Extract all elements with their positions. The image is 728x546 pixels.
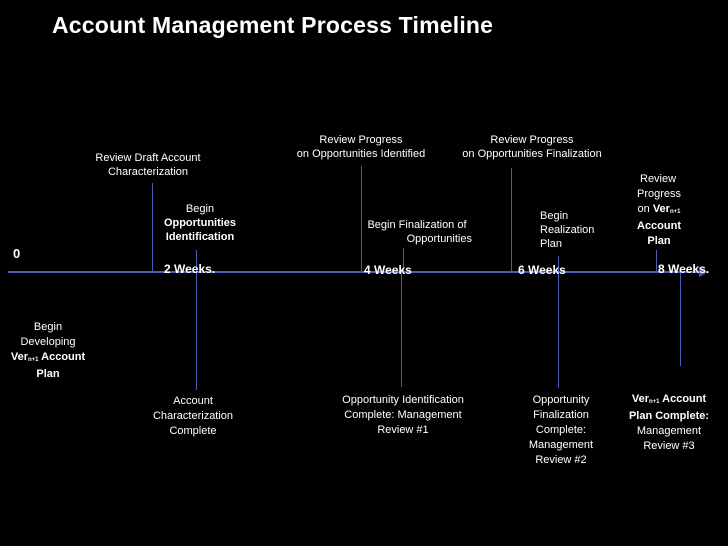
review-progress-3-label: Review Progress on Vern+1 Account Plan: [636, 173, 682, 247]
review-progress-2-label: Review Progress on Opportunities Finaliz…: [462, 134, 602, 160]
begin-opp-id-label: Begin Opportunities Identification: [163, 203, 237, 243]
begin-realization-label: Begin Realization Plan: [540, 210, 595, 250]
connector-opp-fin-complete: [558, 273, 559, 388]
week-2-label: 2 Weeks.: [164, 262, 216, 276]
week-8-label: 8 Weeks.: [658, 262, 710, 276]
connector-begin-opp-id: [196, 250, 197, 273]
plan-complete-label: Vern+1 Account Plan Complete: Management…: [628, 393, 710, 452]
connector-opp-id-complete: [401, 273, 402, 387]
connector-review-draft: [152, 183, 153, 273]
connector-review-progress-1: [361, 166, 362, 273]
week-6-label: 6 Weeks: [518, 263, 566, 277]
opp-id-complete-label: Opportunity Identification Complete: Man…: [342, 394, 464, 436]
review-draft-label: Review Draft Account Characterization: [95, 152, 201, 178]
timeline-axis: [8, 267, 708, 277]
review-progress-1-label: Review Progress on Opportunities Identif…: [296, 134, 426, 160]
account-char-complete-label: Account Characterization Complete: [152, 395, 234, 437]
connector-review-progress-3: [656, 250, 657, 273]
connector-plan-complete: [680, 273, 681, 366]
connector-begin-realization: [558, 256, 559, 273]
axis-start-label: 0: [13, 246, 21, 261]
connector-begin-finalization: [403, 248, 404, 273]
week-4-label: 4 Weeks: [364, 263, 412, 277]
connector-review-progress-2: [511, 168, 512, 273]
begin-developing-label: Begin Developing Vern+1 Account Plan: [10, 321, 86, 380]
page-title: Account Management Process Timeline: [52, 12, 494, 38]
opp-fin-complete-label: Opportunity Finalization Complete: Manag…: [528, 394, 594, 466]
begin-finalization-label: Begin Finalization of Opportunities: [367, 219, 472, 245]
connector-account-char-complete: [196, 273, 197, 390]
